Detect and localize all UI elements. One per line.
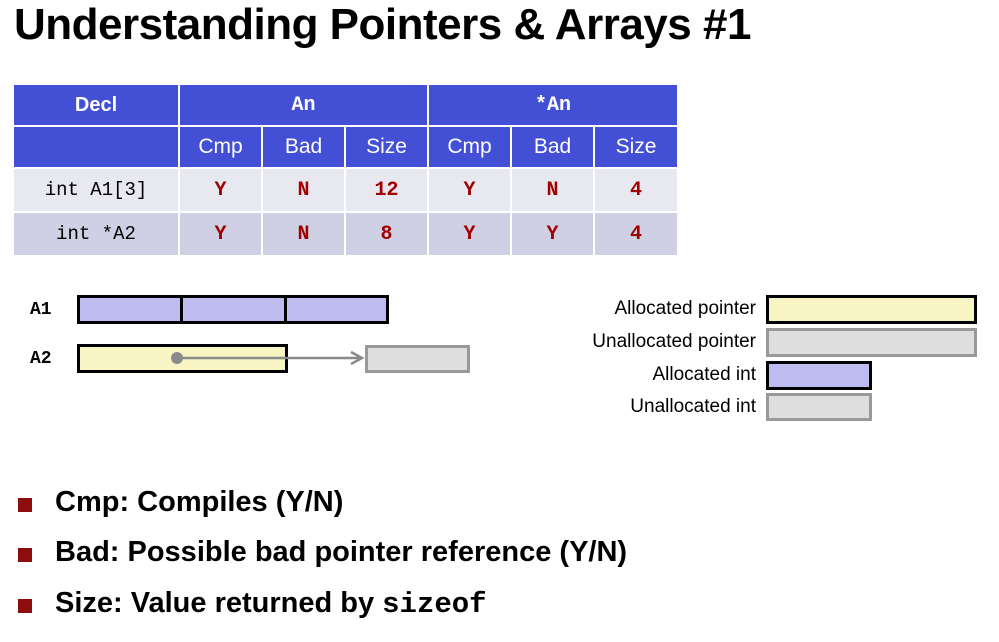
cell-value: Y [178,211,263,257]
a1-cell [80,298,183,321]
bullet-text: Cmp: Compiles (Y/N) [55,486,344,518]
bullet-text: Bad: Possible bad pointer reference (Y/N… [55,536,628,568]
cell-value: Y [427,167,512,213]
row-decl: int *A2 [14,211,180,257]
bullet-square-icon [18,599,32,613]
legend-unallocated-pointer-swatch [766,328,977,357]
legend-allocated-int-label: Allocated int [652,364,756,385]
subheader-bad: Bad [510,125,595,169]
subheader-empty [14,125,180,169]
cell-value: N [261,167,346,213]
slide-title: Understanding Pointers & Arrays #1 [14,0,751,49]
a1-int-array [77,295,389,324]
row-decl: int A1[3] [14,167,180,213]
header-an-text: An [291,93,316,117]
cell-value: 12 [344,167,429,213]
table-header-row: Decl An *An [14,85,677,127]
legend-unallocated-pointer-label: Unallocated pointer [592,331,756,352]
legend-unallocated-int-label: Unallocated int [630,396,756,417]
cell-value: N [261,211,346,257]
a2-unallocated-target [365,345,470,373]
sizeof-code: sizeof [382,588,487,621]
subheader-cmp: Cmp [427,125,512,169]
legend-allocated-pointer-label: Allocated pointer [614,298,756,319]
subheader-size: Size [593,125,677,169]
subheader-cmp: Cmp [178,125,263,169]
pointer-array-table: Decl An *An Cmp Bad Size Cmp Bad Size in… [14,85,677,257]
bullet-square-icon [18,548,32,562]
table-subheader-row: Cmp Bad Size Cmp Bad Size [14,125,677,169]
a2-label: A2 [30,349,52,369]
legend-unallocated-int-swatch [766,393,872,421]
cell-value: 4 [593,167,677,213]
table-row: int *A2 Y N 8 Y Y 4 [14,211,677,257]
legend-allocated-int-swatch [766,361,872,390]
cell-value: Y [178,167,263,213]
cell-value: 8 [344,211,429,257]
bullet-text-prefix: Size: Value returned by [55,587,383,619]
table-row: int A1[3] Y N 12 Y N 4 [14,167,677,213]
cell-value: Y [427,211,512,257]
a1-cell [183,298,287,321]
subheader-bad: Bad [261,125,346,169]
a1-label: A1 [30,300,52,320]
cell-value: N [510,167,595,213]
subheader-size: Size [344,125,429,169]
header-an: An [178,85,429,127]
bullet-text: Size: Value returned by sizeof [55,587,487,621]
header-star-an: *An [427,85,677,127]
cell-value: 4 [593,211,677,257]
cell-value: Y [510,211,595,257]
bullet-square-icon [18,498,32,512]
legend-allocated-pointer-swatch [766,295,977,324]
header-star-an-text: *An [534,93,571,117]
header-decl: Decl [14,85,180,127]
